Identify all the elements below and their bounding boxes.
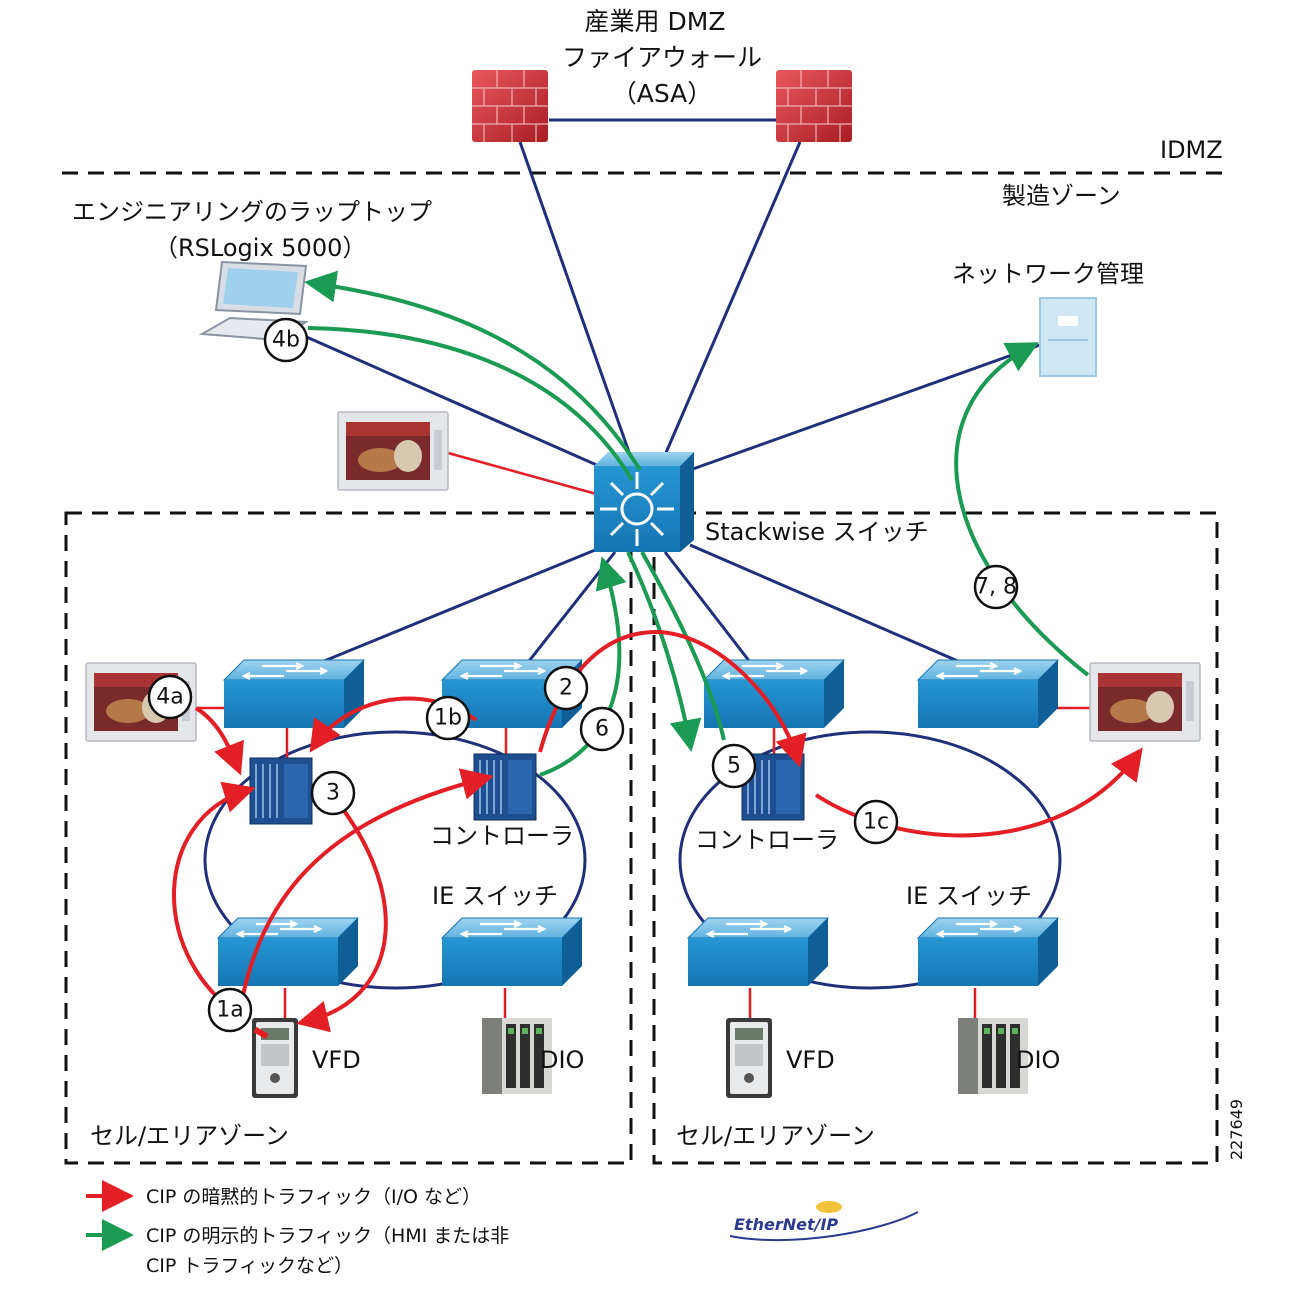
- vfd-label-right: VFD: [786, 1046, 835, 1074]
- legend: CIP の暗黙的トラフィック（I/O など） CIP の明示的トラフィック（HM…: [86, 1180, 509, 1277]
- manufacturing-zone-label: 製造ゾーン: [1002, 182, 1121, 210]
- legend-explicit-line2: CIP トラフィックなど）: [146, 1255, 353, 1277]
- vfd-port-marker: [253, 1026, 269, 1040]
- controller-label-left: コントローラ: [430, 822, 574, 850]
- step-marker-circle: [425, 695, 471, 741]
- step-marker: 4b: [263, 317, 309, 363]
- vfd-label-left: VFD: [312, 1046, 361, 1074]
- network-management-label: ネットワーク管理: [952, 260, 1144, 288]
- step-marker: 2: [543, 665, 589, 711]
- step-marker-circle: [310, 770, 356, 816]
- step-marker-circle: [543, 665, 589, 711]
- legend-explicit-line1: CIP の明示的トラフィック（HMI または非: [146, 1225, 509, 1247]
- step-marker-label: 1a: [216, 998, 243, 1023]
- step-marker-circle: [711, 743, 757, 789]
- server-icon: [1039, 297, 1097, 377]
- dio-label-right: DIO: [1016, 1046, 1060, 1074]
- stackwise-switch-label: Stackwise スイッチ: [705, 518, 929, 546]
- step-marker-circle: [263, 317, 309, 363]
- controller-icon: [473, 753, 537, 821]
- step-marker: 4a: [147, 674, 193, 720]
- laptop-label-line1: エンジニアリングのラップトップ: [72, 198, 432, 226]
- device-links: [196, 451, 1090, 1020]
- step-marker-circle: [147, 674, 193, 720]
- step-marker-circle: [207, 987, 253, 1033]
- ie-switch-icon: [916, 658, 1060, 730]
- ie-switch-icon: [916, 916, 1060, 988]
- hmi-panel-icon: [1089, 662, 1201, 742]
- idmz-label: IDMZ: [1160, 136, 1223, 164]
- firewall-icon: [471, 69, 549, 143]
- ie-switch-label-right: IE スイッチ: [906, 882, 1032, 910]
- dio-label-left: DIO: [540, 1046, 584, 1074]
- step-marker-label: 4b: [272, 328, 300, 353]
- ie-switch-icon: [686, 916, 830, 988]
- step-markers: 1a 1b 1c 2 3 4a 4b 5 6 7, 8: [147, 317, 1019, 1033]
- figure-id: 227649: [1227, 1099, 1246, 1160]
- cell-zone-label-left: セル/エリアゾーン: [90, 1122, 289, 1150]
- ethernet-ip-logo: EtherNet/IP: [729, 1201, 919, 1242]
- cell-zone-left-boundary: [64, 511, 633, 1165]
- laptop-icon: [198, 260, 310, 342]
- step-marker: 1b: [425, 695, 471, 741]
- dmz-title-line2: ファイアウォール: [562, 43, 762, 72]
- step-marker-label: 4a: [156, 685, 183, 710]
- vfd-icon: [726, 1018, 772, 1098]
- step-marker-circle: [579, 706, 625, 752]
- step-marker-label: 1c: [863, 810, 889, 835]
- ie-switch-icon: [440, 916, 584, 988]
- step-marker-label: 6: [595, 717, 609, 742]
- step-marker: 1a: [207, 987, 253, 1033]
- dmz-title-line3: （ASA）: [612, 79, 713, 108]
- ie-switch-icon: [216, 916, 360, 988]
- step-marker: 5: [711, 743, 757, 789]
- hmi-panel-icon: [337, 411, 449, 491]
- step-marker: 6: [579, 706, 625, 752]
- ie-switch-label-left: IE スイッチ: [432, 882, 558, 910]
- step-marker-circle: [853, 799, 899, 845]
- ring-left: [203, 730, 587, 990]
- firewall-icon: [775, 69, 853, 143]
- dmz-title-line1: 産業用 DMZ: [585, 7, 726, 36]
- ring-right: [678, 730, 1062, 990]
- implicit-traffic-flows: [172, 629, 1143, 1033]
- logo-text: EtherNet/IP: [734, 1215, 838, 1234]
- step-marker: 1c: [853, 799, 899, 845]
- controller-icon: [249, 757, 313, 825]
- legend-implicit-label: CIP の暗黙的トラフィック（I/O など）: [146, 1186, 481, 1208]
- explicit-traffic-flows: [304, 270, 1090, 777]
- cell-zone-label-right: セル/エリアゾーン: [676, 1122, 875, 1150]
- step-marker-label: 7, 8: [975, 575, 1017, 600]
- cell-zone-right-boundary: [652, 511, 1219, 1165]
- step-marker-label: 1b: [434, 706, 462, 731]
- step-marker: 7, 8: [973, 564, 1019, 610]
- step-marker-label: 5: [727, 754, 741, 779]
- stackwise-switch-icon: [594, 452, 694, 552]
- controller-label-right: コントローラ: [695, 826, 839, 854]
- step-marker: 3: [310, 770, 356, 816]
- step-marker-label: 2: [559, 676, 573, 701]
- ie-switch-icon: [702, 658, 846, 730]
- laptop-label-line2: （RSLogix 5000）: [154, 234, 366, 262]
- step-marker-circle: [973, 564, 1019, 610]
- step-marker-label: 3: [326, 781, 340, 806]
